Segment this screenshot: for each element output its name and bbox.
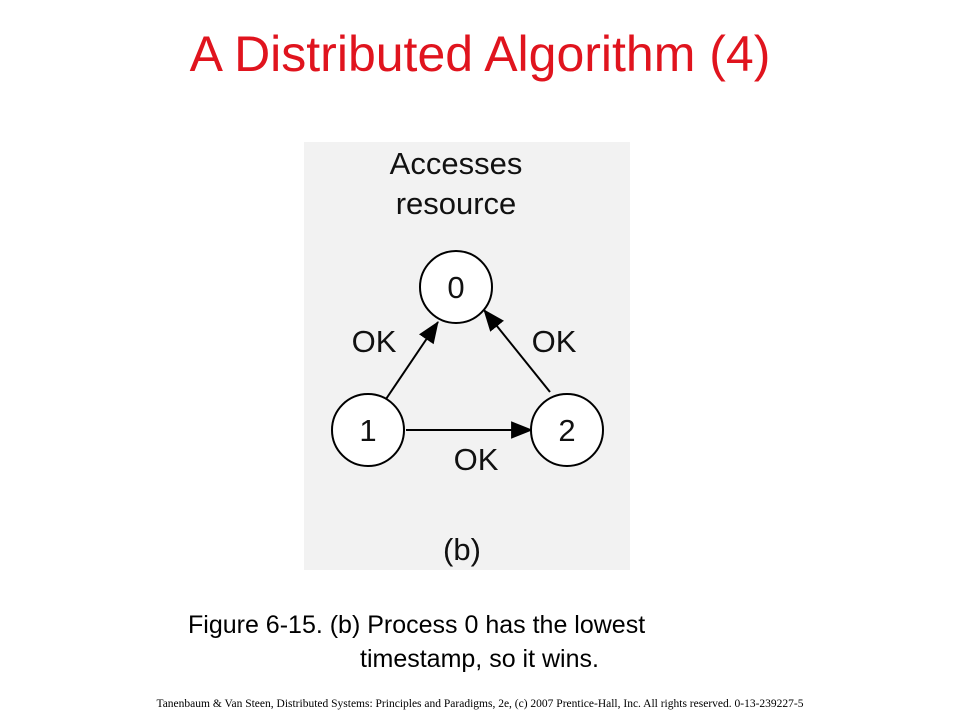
- node-1-label: 1: [359, 413, 376, 448]
- node-1-circle: [331, 393, 405, 467]
- node-0-circle: [419, 250, 493, 324]
- edge-2-to-0: [483, 309, 551, 393]
- edge-label-2-to-0: OK: [532, 324, 577, 359]
- header-line-2: resource: [396, 186, 517, 221]
- node-2-circle: [530, 393, 604, 467]
- header-line-1: Accesses: [390, 146, 523, 181]
- caption-line-2: timestamp, so it wins.: [360, 645, 599, 673]
- edge-label-1-to-2: OK: [454, 442, 499, 477]
- node-1: 1: [331, 393, 405, 467]
- copyright-footer: Tanenbaum & Van Steen, Distributed Syste…: [156, 698, 804, 710]
- slide-title: A Distributed Algorithm (4): [189, 26, 771, 82]
- node-2: 2: [530, 393, 604, 467]
- edge-1-to-0: [383, 321, 439, 403]
- node-0-label: 0: [447, 270, 464, 305]
- figure-panel: Accesses resource OK OK OK 0 1 2 (b): [304, 142, 630, 570]
- edge-label-1-to-0: OK: [352, 324, 397, 359]
- panel-background: [304, 142, 630, 570]
- node-0: 0: [419, 250, 493, 324]
- node-2-label: 2: [558, 413, 575, 448]
- figure-caption: Figure 6-15. (b) Process 0 has the lowes…: [150, 608, 850, 676]
- mutual-exclusion-diagram: Accesses resource OK OK OK 0 1 2 (b): [304, 142, 630, 570]
- caption-line-1: Figure 6-15. (b) Process 0 has the lowes…: [188, 611, 646, 639]
- panel-label: (b): [443, 532, 481, 567]
